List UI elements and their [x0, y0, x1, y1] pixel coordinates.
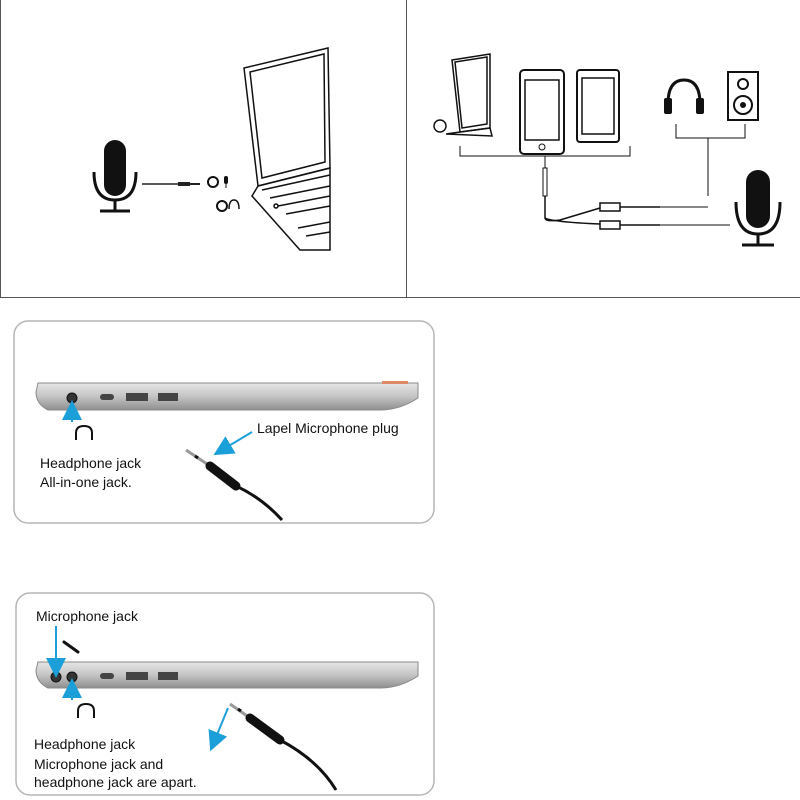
combo-jack-port — [66, 392, 78, 404]
panel-1-arrow-plug — [213, 431, 253, 456]
lapel-plug-label: Lapel Microphone plug — [257, 420, 399, 436]
hdmi-port — [126, 393, 148, 401]
microphone-jack-label: Microphone jack — [36, 608, 138, 624]
all-in-one-note: All-in-one jack. — [40, 474, 132, 490]
laptop-icon — [243, 47, 331, 251]
lapel-plug-icon — [185, 448, 284, 522]
microphone-icon — [734, 170, 782, 247]
top-right-diagram — [433, 53, 782, 247]
headphone-plug-icon — [229, 702, 338, 791]
mic-cable — [142, 182, 200, 186]
headphone-symbol-icon — [75, 424, 93, 440]
headphones-icon — [664, 78, 704, 114]
usb-c-port — [100, 673, 114, 679]
headphone-jack-label: Headphone jack — [40, 455, 142, 471]
output-bracket — [675, 124, 746, 196]
headphone-jack-port — [66, 671, 78, 683]
apart-note-line-2: headphone jack are apart. — [34, 774, 197, 790]
panel-2-frame — [15, 592, 435, 796]
usb-a-port — [158, 672, 178, 680]
grid-lines — [0, 0, 800, 298]
microphone-icon — [92, 140, 138, 213]
smartphone-icon — [519, 69, 565, 155]
headphone-symbol-icon — [216, 199, 240, 212]
laptop-icon — [433, 53, 493, 137]
panel-2-laptop — [35, 661, 419, 689]
panel-1-laptop — [35, 381, 419, 411]
microphone-jack-port — [50, 671, 62, 683]
usb-c-port — [100, 394, 114, 400]
panel-2-arrow-plug — [208, 707, 229, 752]
usb-a-port — [158, 393, 178, 401]
splitter-cable — [544, 196, 730, 230]
apart-note-line-1: Microphone jack and — [34, 756, 164, 772]
speaker-icon — [727, 71, 759, 121]
microphone-symbol-icon — [62, 640, 80, 654]
panel-1-frame — [13, 320, 435, 524]
tablet-icon — [576, 69, 620, 143]
headphone-symbol-icon — [77, 702, 95, 718]
hdmi-port — [126, 672, 148, 680]
microphone-symbol-icon — [207, 176, 228, 188]
headphone-jack-label: Headphone jack — [34, 736, 136, 752]
top-left-diagram — [92, 47, 331, 251]
